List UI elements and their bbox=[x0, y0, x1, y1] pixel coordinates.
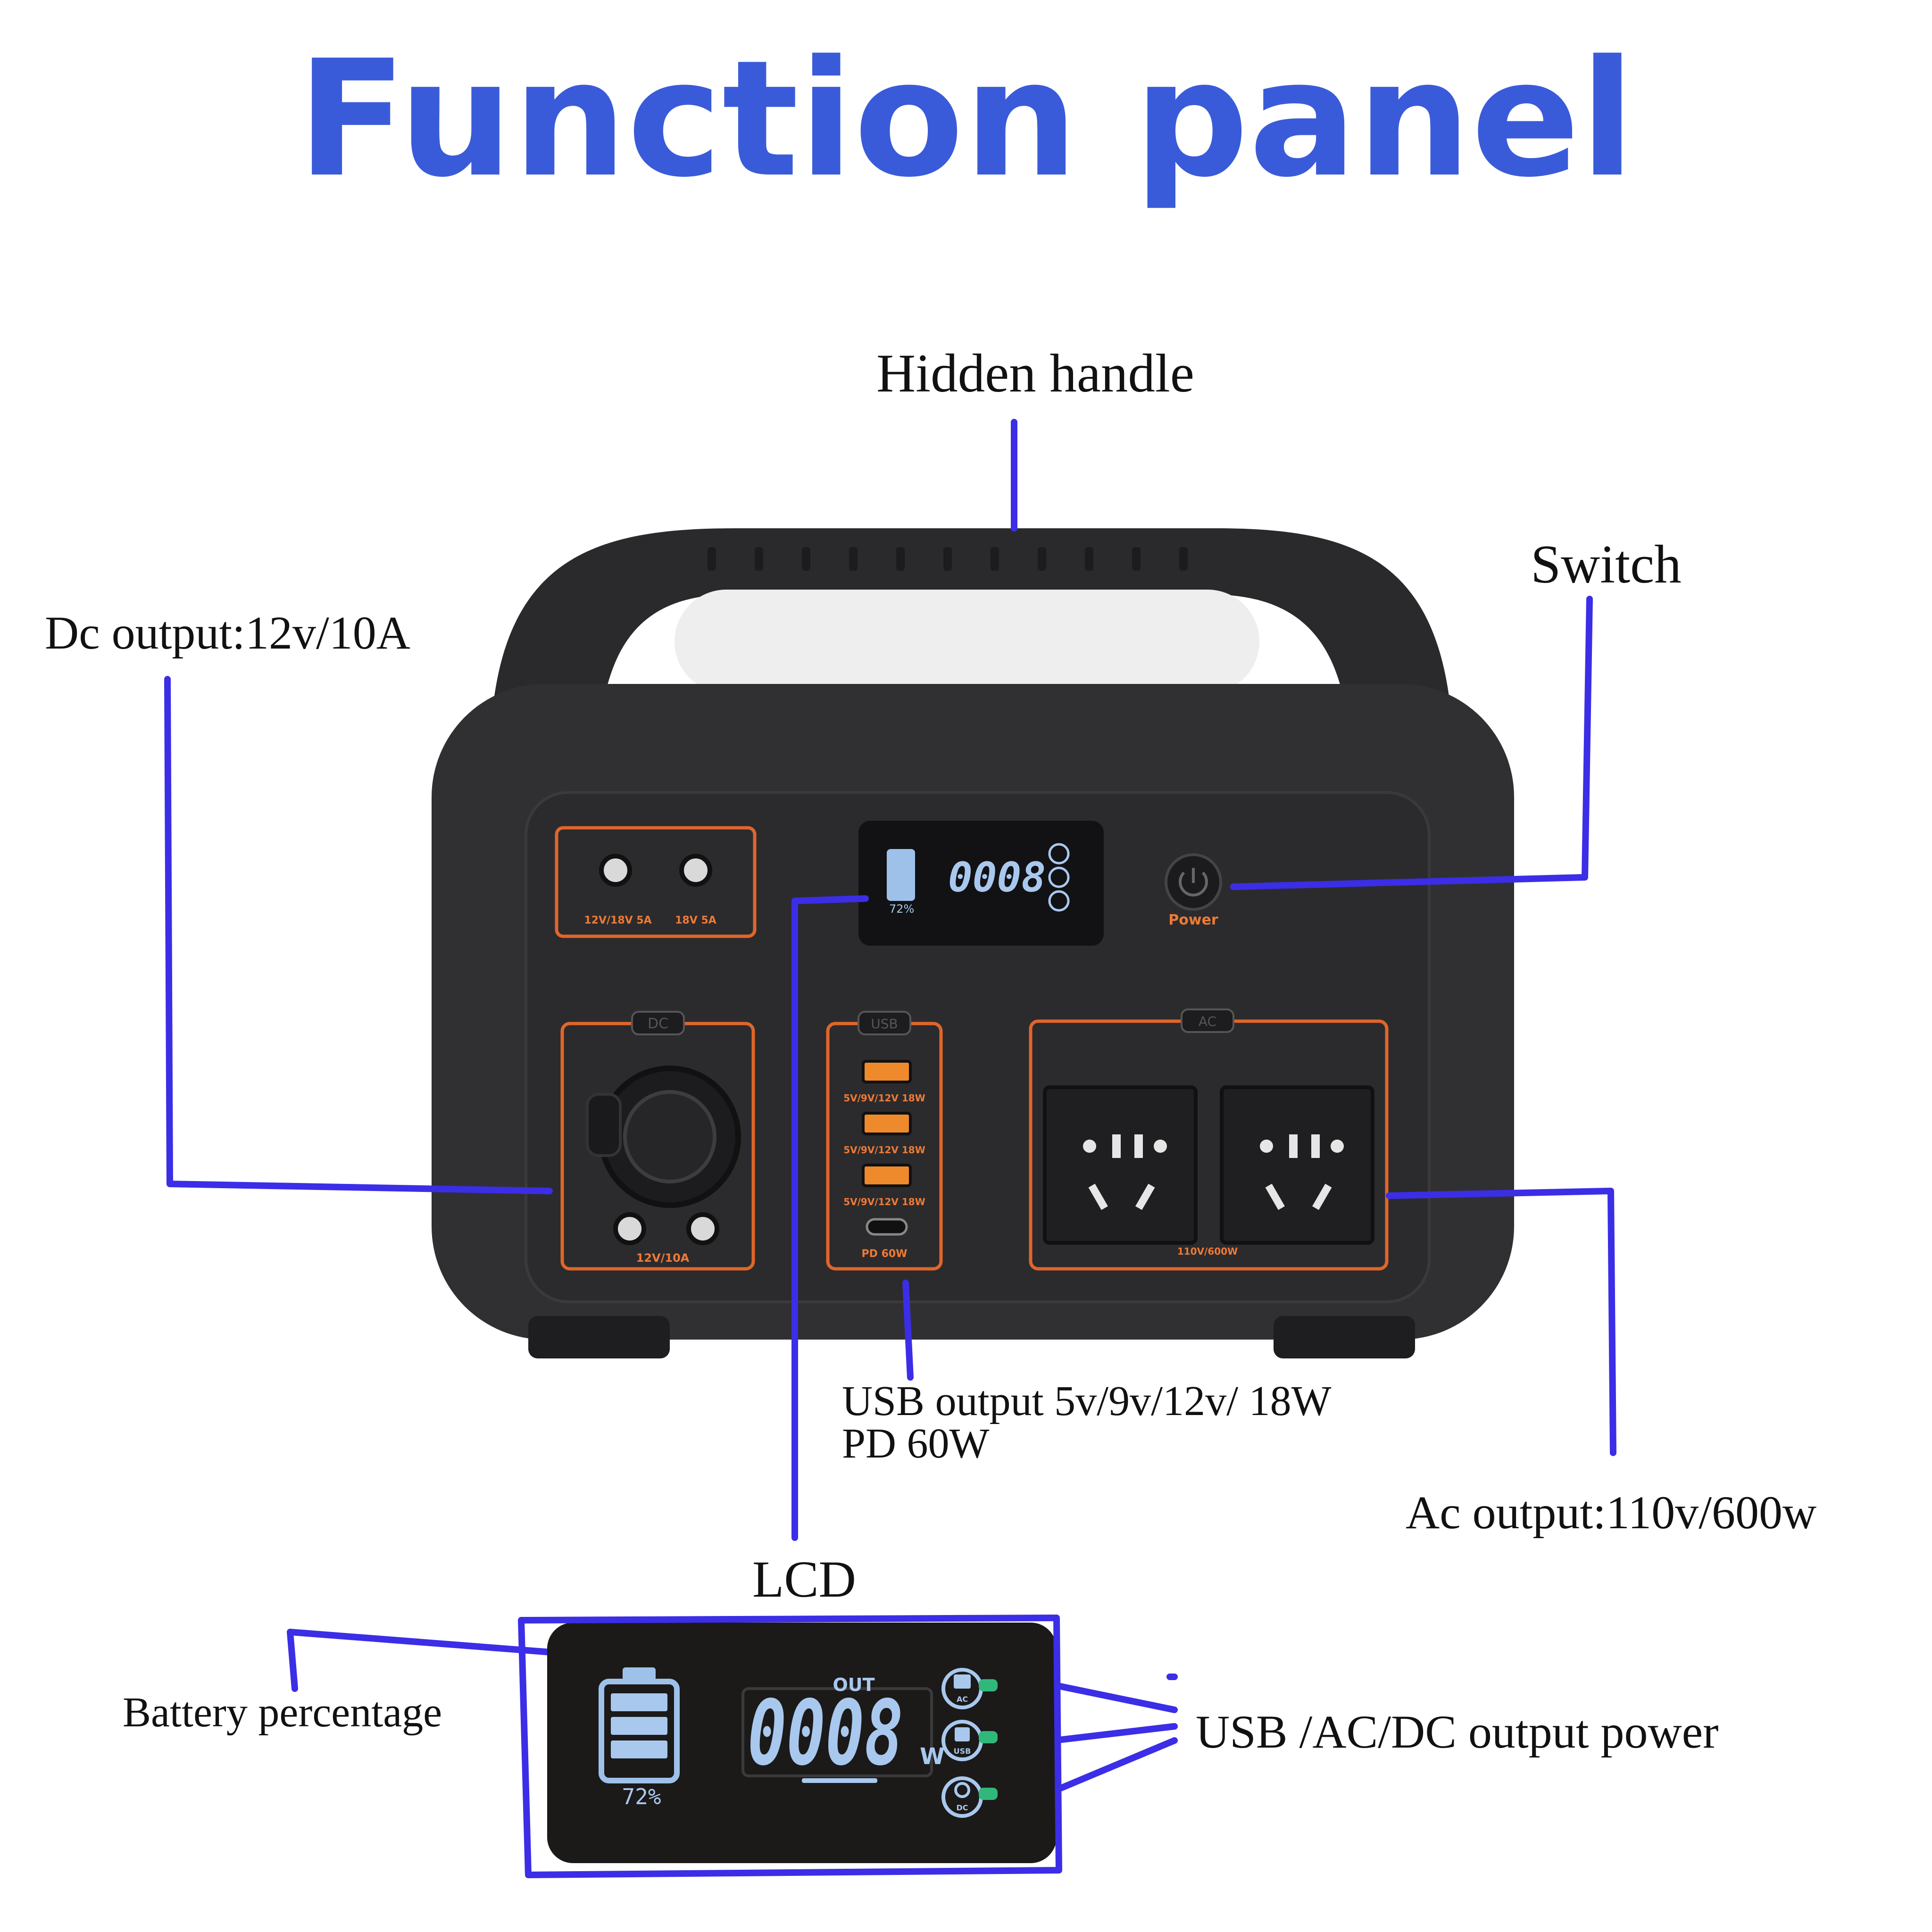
ac-indicator-label: AC bbox=[957, 1695, 968, 1704]
callout-usb-output-line2: PD 60W bbox=[842, 1420, 990, 1467]
dc-indicator: DC bbox=[941, 1776, 998, 1818]
ac-output-panel: AC 110V/600W bbox=[1029, 1008, 1389, 1271]
lcd-out-label: OUT bbox=[833, 1674, 874, 1695]
top-left-port-label-2: 18V 5A bbox=[675, 915, 716, 926]
lcd-unit: W bbox=[920, 1743, 945, 1770]
power-switch[interactable]: Power bbox=[1165, 853, 1222, 928]
dc-port[interactable] bbox=[599, 854, 632, 887]
usb-icon bbox=[955, 1727, 970, 1741]
leader-dc-output bbox=[164, 676, 553, 1194]
usb-tag: USB bbox=[871, 1016, 898, 1032]
usb-output-panel: USB 5V/9V/12V 18W 5V/9V/12V 18W 5V/9V/12… bbox=[826, 1011, 943, 1271]
usb-port-label-2: 5V/9V/12V 18W bbox=[843, 1144, 925, 1156]
usb-port-label-1: 5V/9V/12V 18W bbox=[843, 1092, 925, 1104]
hidden-handle bbox=[491, 528, 1453, 736]
callout-output-power: USB /AC/DC output power bbox=[1196, 1706, 1718, 1758]
callout-usb-output-line1: USB output 5v/9v/12v/ 18W bbox=[842, 1378, 1332, 1424]
callout-lcd: LCD bbox=[752, 1550, 856, 1608]
power-station: 12V/18V 5A 18V 5A 0008 72% Power DC bbox=[432, 528, 1514, 1358]
device-lcd-battery: 72% bbox=[889, 902, 914, 916]
ac-outlet-icon[interactable] bbox=[1220, 1085, 1374, 1245]
power-label: Power bbox=[1168, 912, 1218, 928]
pd-label: PD 60W bbox=[862, 1248, 908, 1260]
dc-port[interactable] bbox=[679, 854, 712, 887]
top-left-port-label-1: 12V/18V 5A bbox=[584, 915, 651, 926]
page-title: Function panel bbox=[297, 26, 1635, 213]
callout-switch: Switch bbox=[1531, 534, 1681, 594]
dc-tag: DC bbox=[648, 1016, 668, 1032]
dc-output-panel: DC 12V/10A bbox=[560, 1011, 755, 1271]
callout-dc-output: Dc output:12v/10A bbox=[45, 607, 410, 659]
ac-indicator: AC bbox=[941, 1668, 998, 1709]
callout-battery-percentage: Battery percentage bbox=[123, 1689, 442, 1736]
battery-icon bbox=[887, 849, 915, 901]
ac-panel-label: 110V/600W bbox=[1177, 1246, 1238, 1257]
lcd-reading: 0008 bbox=[748, 1681, 903, 1785]
dc-icon bbox=[954, 1782, 970, 1798]
usb-port-label-3: 5V/9V/12V 18W bbox=[843, 1196, 925, 1208]
top-dc-ports: 12V/18V 5A 18V 5A bbox=[555, 826, 757, 938]
dc-panel-label: 12V/10A bbox=[636, 1251, 690, 1265]
power-icon bbox=[1179, 871, 1208, 897]
callout-hidden-handle: Hidden handle bbox=[876, 343, 1194, 403]
dc-port[interactable] bbox=[686, 1212, 719, 1245]
device-lcd-reading: 0008 bbox=[948, 854, 1046, 901]
device-lcd: 0008 72% bbox=[858, 821, 1104, 946]
leader-battery-percentage bbox=[287, 1629, 598, 1692]
ac-tag: AC bbox=[1199, 1014, 1216, 1029]
lcd-frame bbox=[518, 1615, 1062, 1878]
leader-lcd bbox=[791, 895, 869, 1541]
usb-indicator: USB bbox=[941, 1720, 998, 1761]
lcd-battery-percent: 72% bbox=[622, 1784, 661, 1809]
ac-outlet-icon[interactable] bbox=[1043, 1085, 1198, 1245]
battery-icon bbox=[599, 1667, 680, 1783]
callout-ac-output: Ac output:110v/600w bbox=[1406, 1486, 1816, 1539]
usb-a-port[interactable] bbox=[862, 1164, 912, 1187]
usb-a-port[interactable] bbox=[862, 1060, 912, 1083]
dc-indicator-label: DC bbox=[956, 1803, 968, 1812]
usb-indicator-label: USB bbox=[954, 1747, 971, 1756]
leader-usb-output bbox=[902, 1280, 914, 1381]
usb-c-port[interactable] bbox=[866, 1218, 908, 1236]
dc-port[interactable] bbox=[613, 1212, 646, 1245]
leader-ac-output bbox=[1386, 1188, 1616, 1456]
leader-switch bbox=[1230, 596, 1593, 890]
lcd-closeup: 72% OUT 0008 W AC USB DC bbox=[518, 1615, 1062, 1878]
usb-a-port[interactable] bbox=[862, 1112, 912, 1135]
